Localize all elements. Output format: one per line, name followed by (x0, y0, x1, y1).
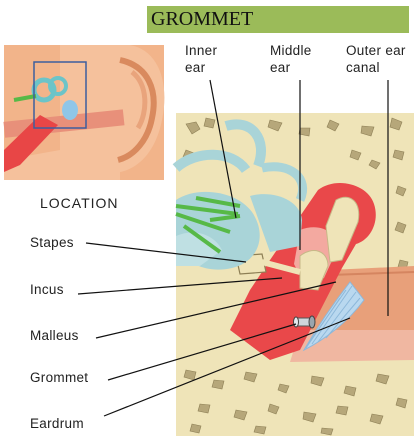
cross-section (176, 113, 414, 436)
stapes-label: Stapes (30, 234, 74, 251)
incus-label: Incus (30, 281, 64, 298)
grommet-tube (294, 316, 316, 328)
grommet-label: Grommet (30, 369, 88, 386)
location-thumbnail (3, 45, 164, 180)
eardrum-label: Eardrum (30, 415, 84, 432)
location-label: LOCATION (40, 195, 119, 212)
malleus-label: Malleus (30, 327, 79, 344)
